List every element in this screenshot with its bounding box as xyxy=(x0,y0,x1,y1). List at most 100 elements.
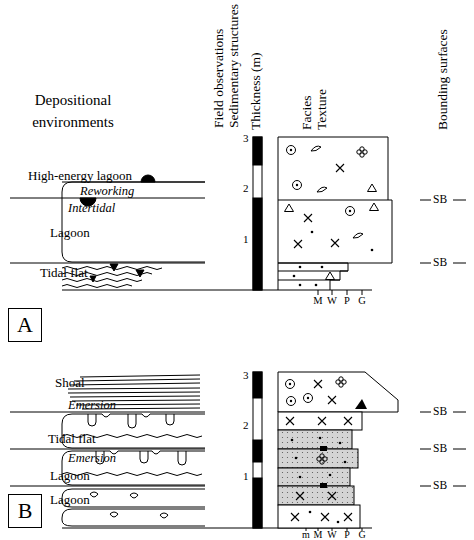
facies-symbols-a xyxy=(285,146,379,287)
facies-unit xyxy=(278,468,350,486)
facies-unit xyxy=(278,372,398,412)
strata-mark xyxy=(294,240,302,248)
strata-mark xyxy=(371,249,374,252)
bounding-surface: SB xyxy=(433,480,447,492)
strata-mark xyxy=(337,521,340,524)
texture-class: W xyxy=(322,296,342,307)
texture-class: P xyxy=(337,296,357,307)
strata-mark xyxy=(321,513,329,521)
bounding-surface: SB xyxy=(433,257,447,269)
strata-mark xyxy=(293,181,302,190)
thickness-tick: 3 xyxy=(243,370,249,381)
strata-mark xyxy=(317,187,327,192)
strata-mark xyxy=(295,457,298,460)
thickness-bar-fill xyxy=(253,372,262,398)
bounding-surface: SB xyxy=(433,194,447,206)
strata-mark xyxy=(336,377,346,387)
panel-letter: A xyxy=(17,314,33,336)
environment-label: High-energy lagoon xyxy=(28,169,132,182)
environment-label: Lagoon xyxy=(50,226,90,239)
bed-outline xyxy=(62,509,205,526)
strata-mark xyxy=(304,214,312,222)
strata-mark xyxy=(321,266,324,269)
environment-label: Lagoon xyxy=(50,469,90,482)
texture-class: W xyxy=(322,530,342,540)
facies-unit xyxy=(278,505,360,528)
thickness-bar-fill xyxy=(253,137,262,165)
facies-unit xyxy=(278,137,392,263)
panel-letter-box: A xyxy=(8,308,42,342)
strata-mark xyxy=(296,492,304,500)
strata-mark xyxy=(346,207,355,216)
strata-mark xyxy=(309,511,312,514)
panel-b-art xyxy=(10,372,466,531)
environment-label: Shoal xyxy=(55,376,85,389)
strata-mark xyxy=(329,474,332,477)
strata-mark xyxy=(286,380,295,389)
strata-mark xyxy=(311,146,321,151)
facies-unit xyxy=(278,486,354,505)
thickness-tick: 3 xyxy=(243,133,249,144)
column-header: Facies Texture xyxy=(300,75,330,130)
dome-symbol xyxy=(141,175,155,182)
strata-mark xyxy=(314,380,322,388)
strata-mark xyxy=(320,446,327,451)
strata-mark xyxy=(304,394,313,403)
facies-unit xyxy=(278,430,352,449)
event-label: Reworking xyxy=(80,185,134,198)
panel-letter-box: B xyxy=(8,494,42,528)
thickness-bar-fill xyxy=(253,440,262,462)
texture-tick xyxy=(318,290,362,295)
strata-mark xyxy=(315,284,318,287)
strata-mark xyxy=(287,146,296,155)
strata-mark xyxy=(328,492,336,500)
event-label: Intertidal xyxy=(68,202,115,215)
strata-mark xyxy=(318,417,326,425)
strata-mark xyxy=(285,204,294,212)
strata-mark xyxy=(331,239,339,247)
strata-mark xyxy=(311,231,314,234)
thickness-bar xyxy=(253,372,262,528)
strata-mark xyxy=(336,164,344,172)
loop-symbol xyxy=(90,492,168,518)
panel-letter: B xyxy=(18,500,33,522)
texture-class: M xyxy=(308,296,328,307)
environment-boundary xyxy=(10,412,205,486)
panel-a-art xyxy=(10,137,466,295)
strata-mark xyxy=(339,442,342,445)
bounding-surface: SB xyxy=(433,406,447,418)
strata-mark xyxy=(355,399,367,409)
thickness-tick: 2 xyxy=(243,183,249,194)
bounding-dash xyxy=(420,200,466,263)
texture-class: M xyxy=(308,530,328,540)
strata-mark xyxy=(286,417,294,425)
fenestrae-mark xyxy=(90,264,144,282)
strata-mark xyxy=(319,437,322,440)
strata-mark xyxy=(344,513,352,521)
column-header: Bounding surfaces xyxy=(436,0,450,130)
facies-unit xyxy=(278,263,348,290)
column-header: Thickness (m) xyxy=(249,30,263,130)
strata-mark xyxy=(320,483,327,488)
thickness-bar-fill xyxy=(253,478,262,528)
bounding-surface: SB xyxy=(433,443,447,455)
bed-outline xyxy=(62,182,205,262)
strata-mark xyxy=(293,275,296,278)
thickness-tick: 1 xyxy=(243,471,249,482)
environment-label: Lagoon xyxy=(50,493,90,506)
strata-mark xyxy=(344,417,352,425)
column-header: Field observations Sedimentary structure… xyxy=(212,0,242,128)
strata-mark xyxy=(299,266,302,269)
strata-mark xyxy=(291,513,299,521)
texture-class: P xyxy=(337,530,357,540)
thickness-tick: 1 xyxy=(243,234,249,245)
thickness-bar-fill xyxy=(253,198,262,290)
thickness-bar xyxy=(253,137,262,290)
facies-unit xyxy=(278,412,362,430)
thickness-tick: 2 xyxy=(243,420,249,431)
strata-mark xyxy=(344,461,347,464)
texture-class: G xyxy=(352,530,372,540)
environment-label: Tidal flat xyxy=(40,266,88,279)
facies-boundary xyxy=(278,200,388,201)
